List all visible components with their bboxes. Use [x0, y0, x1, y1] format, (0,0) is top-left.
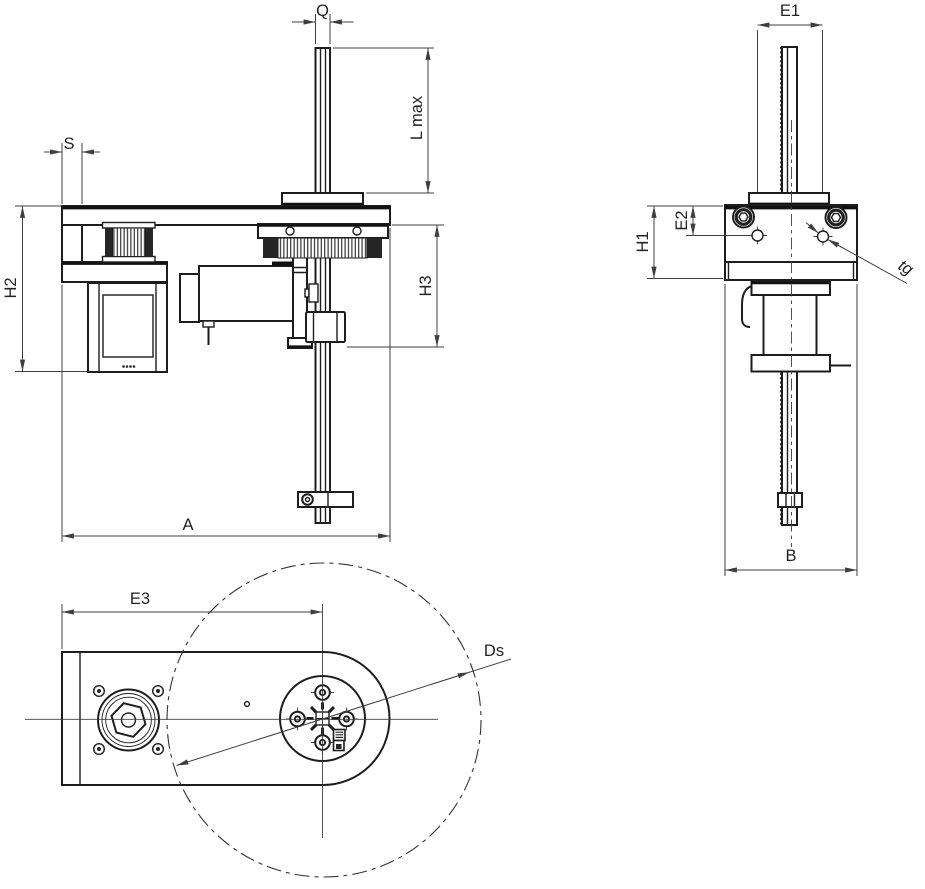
socket-screw-right: [824, 206, 848, 229]
screw-nut-side: [777, 492, 803, 508]
dimension-ds: Ds: [176, 642, 512, 766]
stepper-motor-side: [741, 280, 851, 373]
limit-switch: [179, 261, 294, 345]
dim-label-tg: tg: [895, 256, 917, 279]
clevis-end: [297, 491, 354, 508]
mounting-hole-left: [748, 226, 767, 245]
side-view: E1: [634, 2, 917, 576]
motor-cable: [741, 285, 753, 328]
travelling-nut: [305, 311, 346, 343]
locating-hole: [243, 700, 251, 708]
dimension-s: S: [44, 135, 100, 204]
socket-screw-left: [732, 205, 755, 229]
dim-label-h1: H1: [634, 231, 652, 252]
dim-label-h3: H3: [417, 275, 435, 296]
bottom-view: E3: [25, 562, 512, 878]
pulley-hole: [352, 226, 362, 236]
dimension-e3: E3: [61, 590, 323, 649]
dim-label-b: B: [785, 547, 796, 565]
stepper-motor-front: [87, 282, 168, 373]
dim-label-s: S: [63, 135, 74, 153]
dim-label-e1: E1: [780, 2, 800, 20]
screw-top-flange: [281, 192, 364, 206]
dim-label-e2: E2: [673, 210, 691, 230]
dimension-h1: H1: [634, 206, 723, 279]
dim-label-e3: E3: [130, 590, 150, 608]
motor-boss-hex: [110, 702, 147, 738]
dim-label-q: Q: [316, 2, 329, 20]
top-plate: [61, 205, 391, 226]
dim-label-l-max: L max: [408, 95, 426, 140]
dim-label-h2: H2: [2, 277, 20, 298]
front-view: Q L max S H2 H3: [2, 2, 444, 542]
motor-shaft-hole: [120, 712, 137, 728]
dimension-e2: E2: [647, 205, 750, 236]
screw-pulley: [257, 223, 389, 259]
dimension-a: A: [61, 228, 391, 542]
motor-face: [92, 685, 164, 756]
dimension-h2: H2: [2, 205, 90, 372]
dimension-h3: H3: [347, 224, 444, 348]
pulley-hole: [285, 226, 295, 236]
bolt-circle-ds: [166, 562, 482, 878]
motor-face-screws: [92, 685, 164, 756]
dimension-l-max: L max: [333, 47, 434, 194]
dimension-b: B: [724, 284, 858, 576]
guide-key: [304, 283, 319, 303]
dimension-q: Q: [292, 2, 354, 44]
encoder-connector: [332, 728, 346, 752]
mounting-hole-right: [813, 227, 833, 246]
dim-label-a: A: [182, 516, 193, 534]
dim-label-ds: Ds: [484, 642, 504, 660]
motor-pulley: [101, 221, 156, 263]
